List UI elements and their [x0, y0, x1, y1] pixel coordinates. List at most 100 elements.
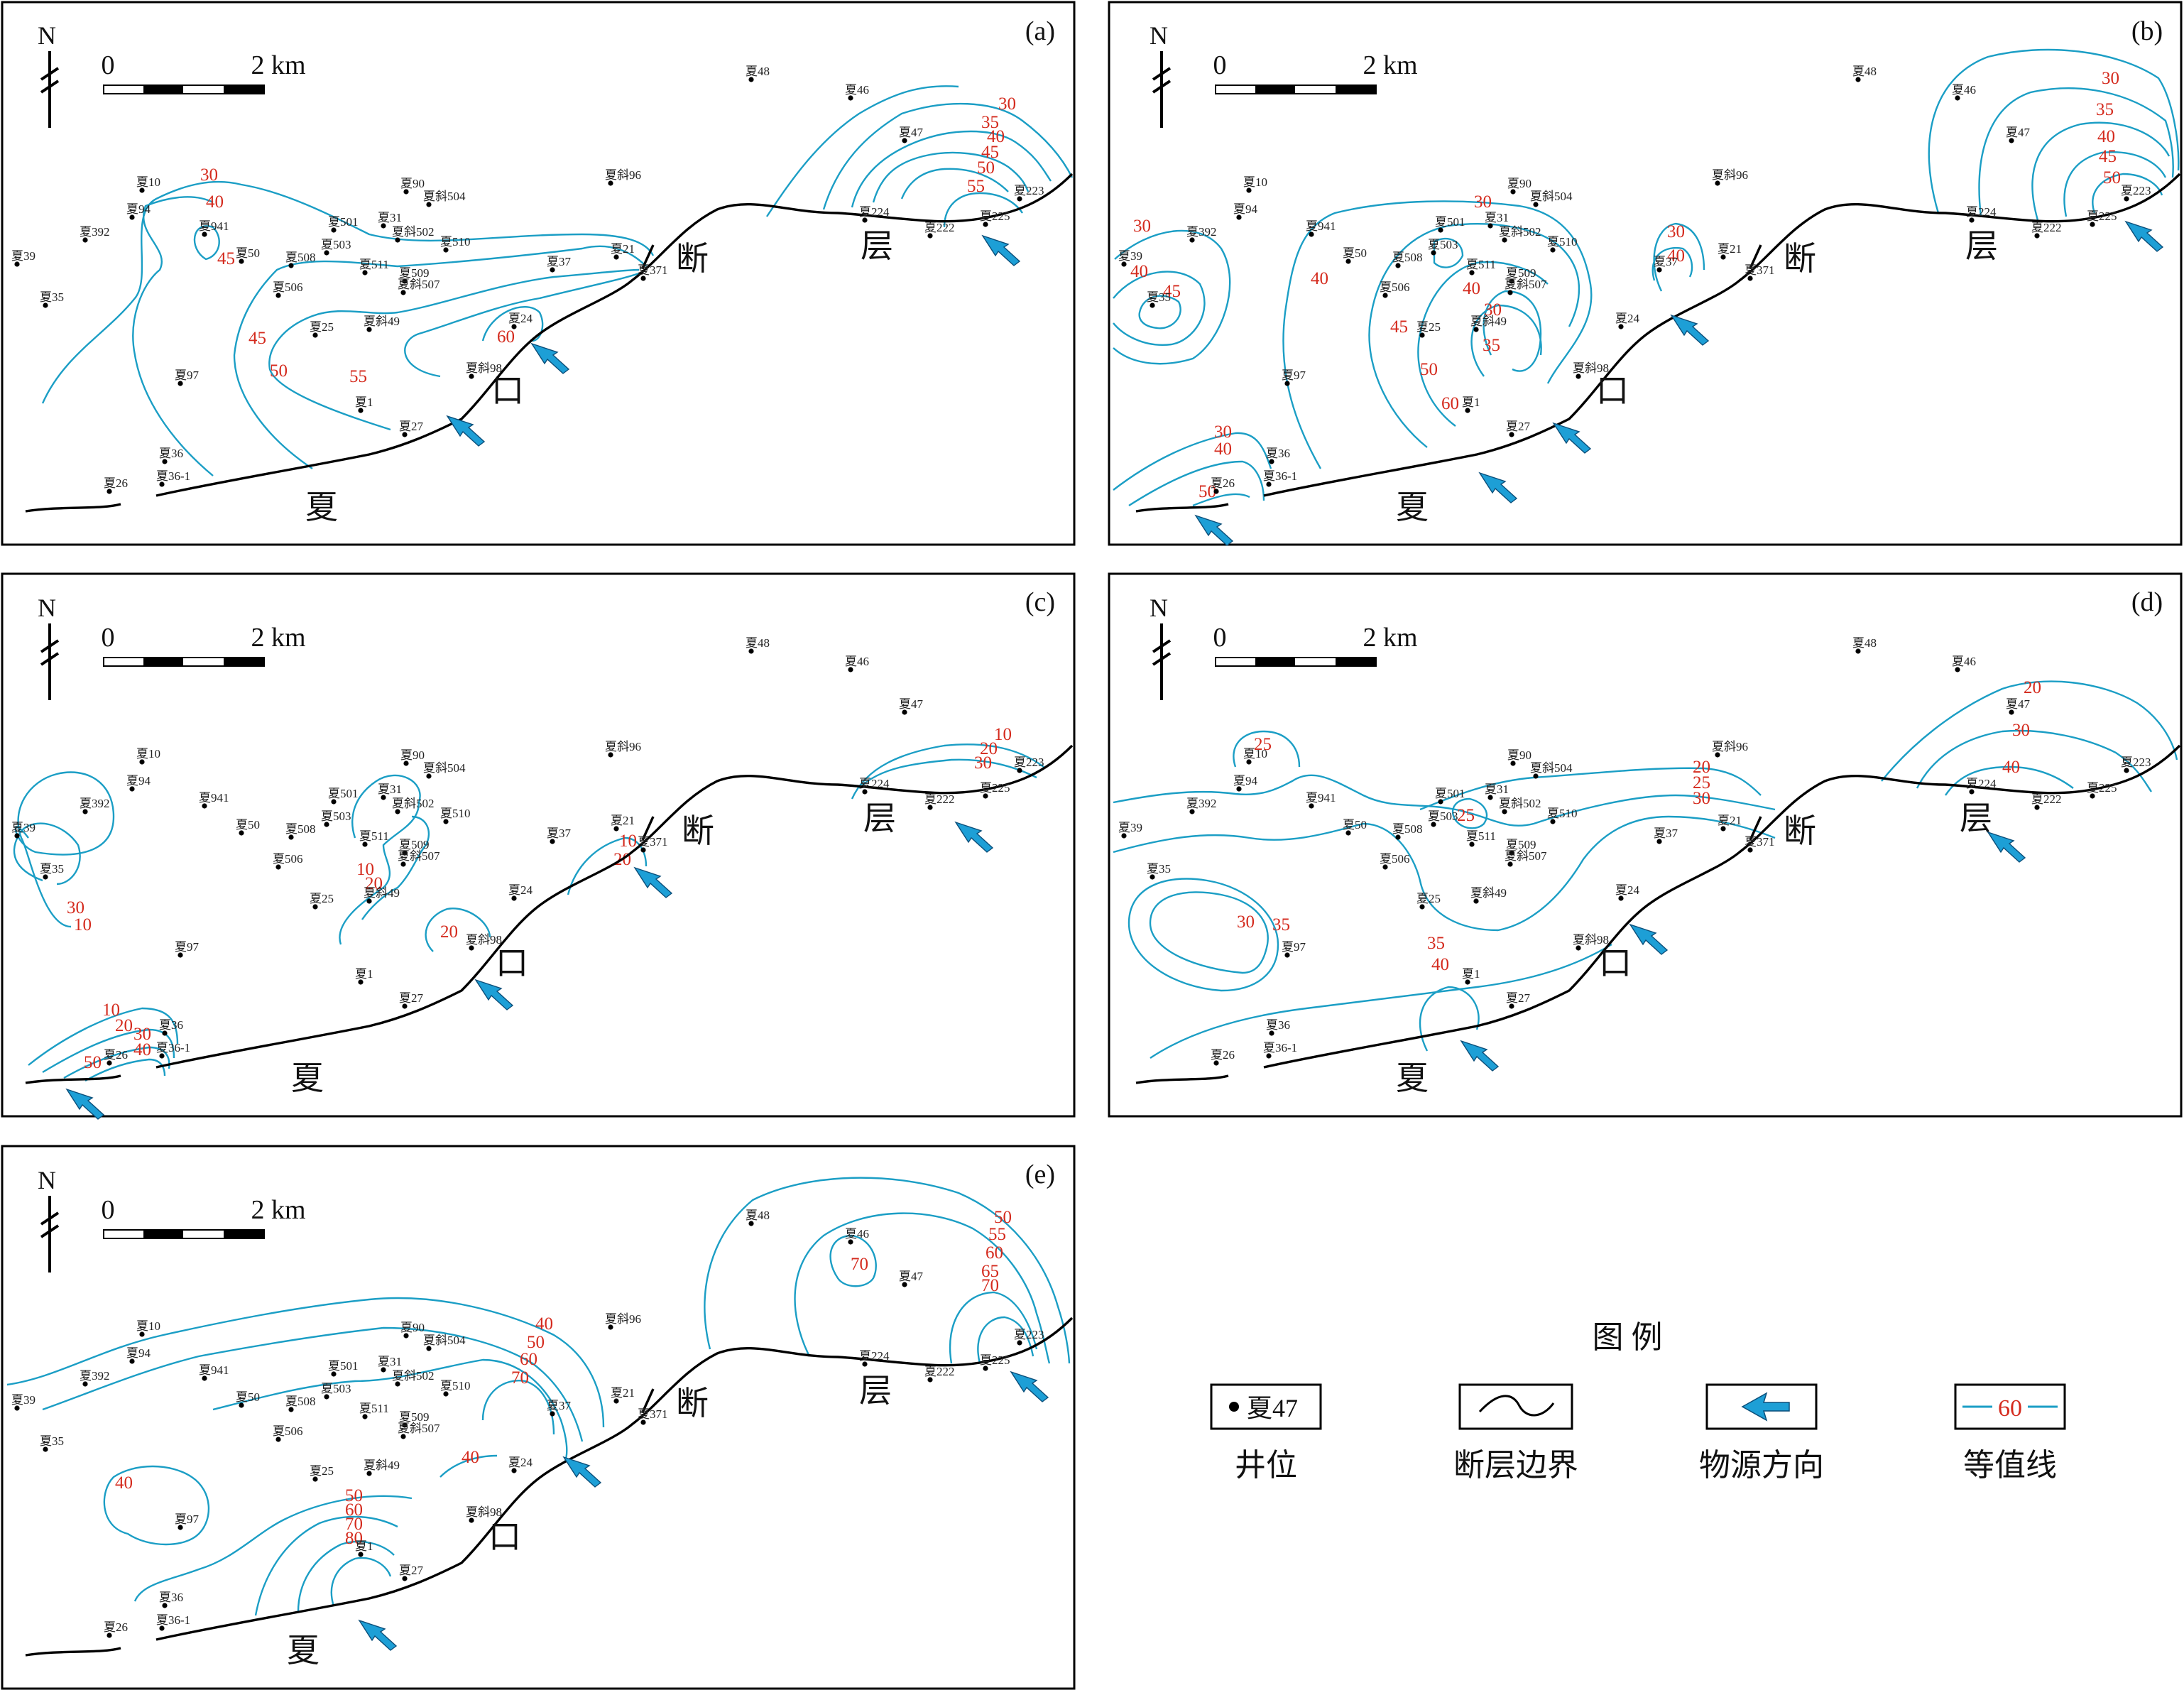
- contour-lines: [41, 85, 1074, 476]
- contour-value: 30: [974, 753, 992, 773]
- well-dot-icon: [2034, 805, 2040, 810]
- well-dot-icon: [402, 432, 408, 437]
- contour-value: 40: [987, 127, 1005, 146]
- well-dot-icon: [927, 805, 933, 810]
- contour-value: 40: [1463, 279, 1480, 298]
- well-label: 夏37: [547, 1399, 571, 1412]
- contour-value: 40: [1667, 246, 1685, 266]
- well-label: 夏36: [159, 1591, 183, 1604]
- well-dot-icon: [1502, 809, 1507, 814]
- contour-value: 60: [497, 327, 515, 347]
- contour-value: 40: [1311, 269, 1328, 288]
- well-dot-icon: [107, 1633, 112, 1638]
- well-dot-icon: [1509, 432, 1514, 437]
- legend-title: 图 例: [1593, 1320, 1663, 1355]
- well-dot-icon: [312, 1476, 318, 1482]
- provenance-arrow: [1629, 924, 1668, 955]
- contour-value: 50: [1199, 482, 1216, 501]
- well-label: 夏10: [1243, 747, 1267, 761]
- well-label: 夏24: [1615, 883, 1640, 897]
- well-label: 夏21: [1718, 242, 1742, 256]
- well-dot-icon: [395, 237, 400, 243]
- well-dot-icon: [1284, 952, 1290, 958]
- panel-label-b: (b): [2131, 16, 2163, 46]
- well-dot-icon: [469, 945, 474, 951]
- well-label: 夏223: [1014, 1328, 1044, 1341]
- well-label: 夏511: [1466, 829, 1496, 843]
- well-dot-icon: [848, 95, 853, 101]
- well-label: 夏25: [310, 892, 334, 905]
- well-dot-icon: [14, 1405, 20, 1411]
- well-dot-icon: [748, 648, 754, 654]
- contour-value: 50: [977, 158, 995, 178]
- well-dot-icon: [331, 799, 337, 805]
- well-label: 夏斜96: [605, 740, 641, 753]
- well-dot-icon: [159, 481, 165, 487]
- well-label: 夏36-1: [156, 1041, 190, 1054]
- well-label: 夏斜502: [392, 1369, 435, 1383]
- well-dot-icon: [162, 1603, 168, 1608]
- well-label: 夏225: [2087, 209, 2117, 223]
- contour-value-labels: 30 40 45 30 40 50 30 40 45 50 60 30 35 4…: [1130, 69, 2121, 501]
- well-dot-icon: [324, 1394, 329, 1400]
- well-dot-icon: [511, 324, 517, 329]
- well-dot-icon: [1309, 231, 1314, 237]
- well-label: 夏斜96: [605, 168, 641, 182]
- well-dot-icon: [862, 789, 868, 795]
- well-dot-icon: [443, 819, 449, 824]
- well-label: 夏503: [321, 1382, 351, 1395]
- well-label: 夏94: [126, 1346, 151, 1360]
- contour-value: 20: [115, 1016, 133, 1035]
- well-label: 夏36: [1266, 1018, 1290, 1032]
- well-label: 夏222: [2031, 221, 2062, 234]
- well-dot-icon: [426, 202, 432, 207]
- well-dot-icon: [2090, 793, 2095, 799]
- well-dot-icon: [324, 250, 329, 256]
- well-label: 夏510: [1547, 807, 1578, 820]
- well-label: 夏90: [1507, 748, 1531, 762]
- well-dot-icon: [1150, 874, 1155, 880]
- well-dot-icon: [1509, 278, 1514, 284]
- provenance-arrow: [982, 235, 1020, 266]
- contour-value: 45: [249, 329, 266, 348]
- well-label: 夏斜96: [1712, 740, 1748, 753]
- well-label: 夏510: [1547, 235, 1578, 249]
- contour-value: 35: [1272, 915, 1290, 934]
- well-label: 夏27: [399, 420, 423, 433]
- scale-zero: 0: [1213, 50, 1227, 80]
- well-dot-icon: [1213, 489, 1219, 494]
- well-label: 夏222: [2031, 792, 2062, 806]
- well-label: 夏47: [899, 1270, 924, 1283]
- well-dot-icon: [402, 1576, 408, 1581]
- well-label: 夏510: [440, 1379, 471, 1392]
- provenance-arrow: [1195, 515, 1233, 546]
- scale-max: 2 km: [1363, 623, 1417, 653]
- contour-value: 50: [994, 1208, 1012, 1227]
- well-dot-icon: [1189, 809, 1195, 814]
- well-label: 夏37: [547, 827, 571, 840]
- well-label: 夏斜502: [1499, 225, 1541, 239]
- contour-lines: [13, 743, 1044, 1082]
- well-label: 夏1: [355, 396, 373, 409]
- well-label: 夏224: [1966, 205, 1997, 219]
- well-dot-icon: [1395, 834, 1401, 840]
- well-label: 夏46: [1952, 655, 1976, 668]
- fault-name-char: 断: [676, 241, 709, 277]
- well-label: 夏斜504: [423, 761, 466, 775]
- well-label: 夏503: [1428, 810, 1458, 823]
- well-label: 夏97: [1282, 369, 1306, 382]
- well-dot-icon: [1855, 648, 1861, 654]
- contour-value: 70: [981, 1276, 999, 1295]
- well-label: 夏斜49: [1470, 886, 1507, 900]
- contour-value: 40: [535, 1314, 553, 1334]
- scale-max: 2 km: [251, 50, 305, 80]
- scale-zero: 0: [1213, 623, 1227, 653]
- well-label: 夏25: [310, 1464, 334, 1478]
- well-label: 夏941: [1306, 219, 1336, 233]
- well-dot-icon: [1469, 841, 1475, 847]
- well-dot-icon: [1121, 833, 1127, 839]
- well-label: 夏47: [2006, 126, 2031, 139]
- north-label: N: [1150, 594, 1168, 622]
- contour-value: 70: [511, 1368, 529, 1388]
- well-dot-icon: [983, 793, 988, 799]
